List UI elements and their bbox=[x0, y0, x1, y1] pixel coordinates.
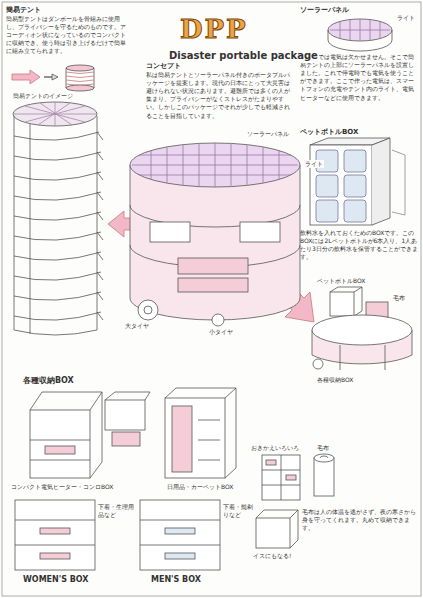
panel-body: 飲料水を入れておくためのBOXです。このBOXには2Lペットボトルが6本入り、1… bbox=[300, 229, 418, 261]
label-text: 下着・生理用品など bbox=[97, 503, 139, 518]
label-text: 大タイヤ bbox=[124, 322, 150, 330]
title-text: DPP bbox=[180, 14, 248, 44]
panel-heading: コンセプト bbox=[146, 62, 294, 71]
label-text: 各種収納BOX bbox=[22, 376, 75, 386]
text-panel: 簡易テント簡易型テントはダンボールを骨組みに使用し、プライバシーを守るためのもの… bbox=[6, 6, 126, 56]
panel-heading: ペットボトルBOX bbox=[300, 128, 418, 137]
label-text: 簡易テントのイメージ bbox=[12, 92, 74, 100]
panel-body: 毛布は人の体温を逃がさず、夜の寒さから身を守ってくれます。丸めて収納できます。 bbox=[302, 508, 416, 532]
label-text: イスにもなる! bbox=[252, 552, 292, 560]
label-text: ライト bbox=[304, 160, 324, 168]
panel-body: 簡易型テントはダンボールを骨組みに使用し、プライバシーを守るためのものです。アコ… bbox=[6, 15, 126, 55]
label-text: コンパクト電気ヒーター・コンロBOX bbox=[10, 483, 114, 491]
text-panel: コンセプト私は簡易テントとソーラーパネル付きのポータブルパッケージを提案します。… bbox=[146, 62, 294, 120]
label-text: 小タイヤ bbox=[208, 328, 234, 336]
text-panel: 毛布は人の体温を逃がさず、夜の寒さから身を守ってくれます。丸めて収納できます。 bbox=[302, 508, 416, 532]
text-panel: ペットボトルBOX 飲料水を入れておくためのBOXです。このBOXには2Lペットボ… bbox=[300, 128, 418, 261]
label-text: ペットボトルBOX bbox=[316, 277, 366, 285]
label-text: 毛布 bbox=[316, 444, 330, 452]
label-text: 各種収納BOX bbox=[316, 376, 354, 384]
label-text: MEN'S BOX bbox=[150, 575, 202, 585]
label-text: おきかえいろいろ bbox=[250, 444, 300, 452]
label-text: 毛布 bbox=[392, 294, 406, 302]
label-text: 下着・髭剃りなど bbox=[222, 503, 256, 518]
panel-heading: 簡易テント bbox=[6, 6, 126, 15]
label-text: 日用品・カーペットBOX bbox=[166, 483, 234, 491]
label-text: ライト bbox=[396, 14, 416, 22]
label-text: Disaster portable package bbox=[168, 50, 319, 63]
label-text: WOMEN'S BOX bbox=[22, 575, 90, 585]
panel-body: 私は簡易テントとソーラーパネル付きのポータブルパッケージを提案します。現代の日本… bbox=[146, 71, 294, 120]
label-text: ソーラーパネル bbox=[246, 130, 290, 138]
